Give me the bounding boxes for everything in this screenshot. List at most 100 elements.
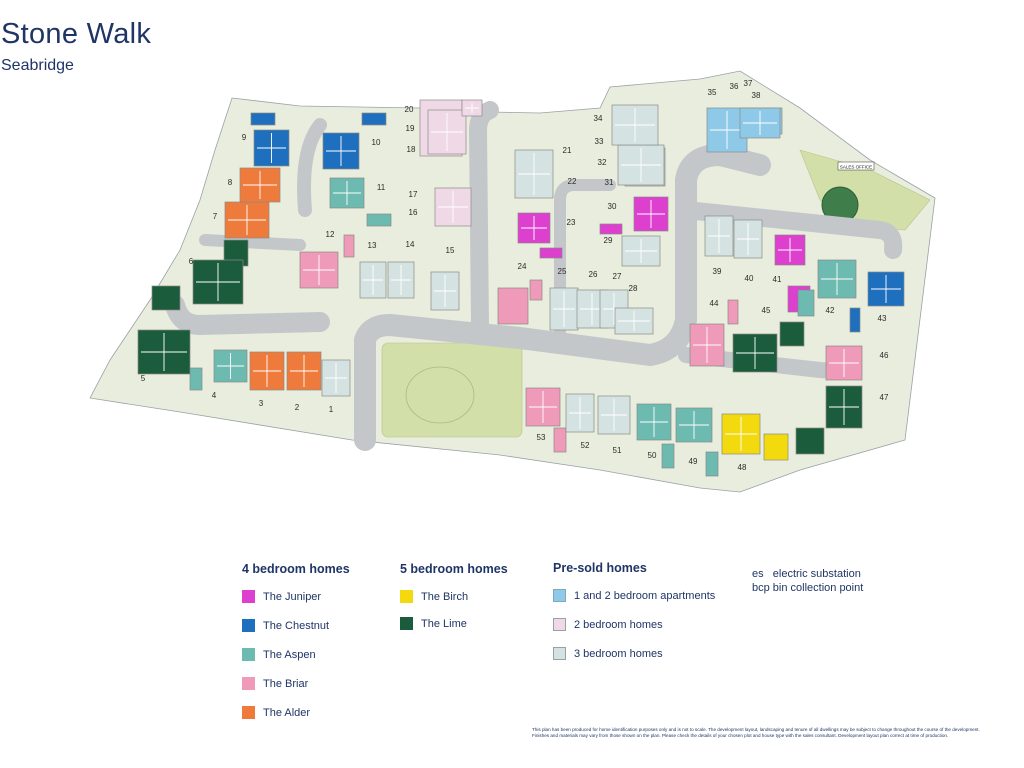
plot-number-16: 16 bbox=[409, 208, 418, 217]
outbuilding-juniper bbox=[539, 247, 563, 259]
swatch-apartments bbox=[553, 589, 566, 602]
plot-number-11: 11 bbox=[377, 183, 386, 192]
legend-label-birch: The Birch bbox=[421, 590, 469, 603]
roof-line bbox=[303, 255, 335, 285]
plot-number-23: 23 bbox=[567, 218, 576, 227]
roof-line bbox=[829, 349, 859, 377]
plot-number-21: 21 bbox=[563, 146, 572, 155]
plot-number-42: 42 bbox=[826, 306, 835, 315]
roof-line bbox=[725, 417, 757, 451]
roof-line bbox=[391, 265, 411, 295]
roof-line bbox=[434, 275, 456, 307]
plot-number-27: 27 bbox=[613, 272, 622, 281]
roof-line bbox=[640, 407, 668, 437]
roof-line bbox=[736, 337, 774, 369]
plot-number-17: 17 bbox=[409, 190, 418, 199]
legend-label-alder: The Alder bbox=[263, 706, 311, 719]
disclaimer-line-1: This plan has been produced for home ide… bbox=[532, 727, 980, 732]
plot-number-4: 4 bbox=[212, 391, 217, 400]
plot-number-24: 24 bbox=[518, 262, 527, 271]
plot-number-15: 15 bbox=[446, 246, 455, 255]
roof-line bbox=[243, 171, 277, 199]
green-open-space bbox=[381, 342, 523, 438]
plot-number-53: 53 bbox=[537, 433, 546, 442]
outbuilding-aspen bbox=[189, 367, 203, 391]
plot-number-50: 50 bbox=[648, 451, 657, 460]
plot-number-1: 1 bbox=[329, 405, 334, 414]
legend-heading-4-bed: 4 bedroom homes bbox=[242, 562, 350, 576]
plot-number-31: 31 bbox=[605, 178, 614, 187]
plot-number-7: 7 bbox=[213, 212, 218, 221]
plot-number-14: 14 bbox=[406, 240, 415, 249]
swatch-juniper bbox=[242, 590, 255, 603]
swatch-birch bbox=[400, 590, 413, 603]
plot-number-29: 29 bbox=[604, 236, 613, 245]
plot-number-45: 45 bbox=[762, 306, 771, 315]
legend-item-alder: The Alder bbox=[242, 706, 310, 719]
outbuilding-lime bbox=[779, 321, 805, 347]
plot-number-18: 18 bbox=[407, 145, 416, 154]
outbuilding-briar bbox=[343, 234, 355, 258]
roof-line bbox=[521, 216, 547, 240]
page-subtitle: Seabridge bbox=[1, 57, 74, 74]
plot-number-3: 3 bbox=[259, 399, 264, 408]
plot-number-51: 51 bbox=[613, 446, 622, 455]
plot-number-41: 41 bbox=[773, 275, 782, 284]
legend-label-three-bed: 3 bedroom homes bbox=[574, 647, 663, 660]
plot-number-5: 5 bbox=[141, 374, 146, 383]
plot-number-13: 13 bbox=[368, 241, 377, 250]
sales-office-sign bbox=[837, 161, 875, 171]
disclaimer-line-2: Finishes and materials may vary from tho… bbox=[532, 733, 949, 739]
outbuilding-briar bbox=[497, 287, 529, 325]
plot-number-20: 20 bbox=[405, 105, 414, 114]
roof-line bbox=[625, 239, 657, 263]
page-title: Stone Walk bbox=[1, 18, 152, 50]
legend-item-aspen: The Aspen bbox=[242, 648, 316, 661]
swatch-lime bbox=[400, 617, 413, 630]
outbuilding-aspen bbox=[705, 451, 719, 477]
roof-line bbox=[569, 397, 591, 429]
outbuilding-birch bbox=[763, 433, 789, 461]
plot-number-30: 30 bbox=[608, 202, 617, 211]
plot-number-25: 25 bbox=[558, 267, 567, 276]
roof-line bbox=[257, 133, 286, 163]
plot-number-2: 2 bbox=[295, 403, 300, 412]
plot-number-8: 8 bbox=[228, 178, 233, 187]
plot-number-10: 10 bbox=[372, 138, 381, 147]
roof-line bbox=[333, 181, 361, 205]
plot-number-35: 35 bbox=[708, 88, 717, 97]
roof-line bbox=[829, 389, 859, 425]
outbuilding-briar bbox=[553, 427, 567, 453]
roof-line bbox=[621, 148, 661, 182]
legend-item-chestnut: The Chestnut bbox=[242, 619, 329, 632]
plot-number-26: 26 bbox=[589, 270, 598, 279]
outbuilding-chestnut bbox=[849, 307, 861, 333]
roof-line bbox=[710, 111, 744, 149]
roof-line bbox=[871, 275, 901, 303]
roof-line bbox=[196, 263, 240, 301]
plot-number-22: 22 bbox=[568, 177, 577, 186]
roof-line bbox=[553, 291, 575, 327]
sales-office-label: SALES OFFICE bbox=[840, 165, 872, 170]
legend-label-briar: The Briar bbox=[263, 677, 309, 690]
plot-number-33: 33 bbox=[595, 137, 604, 146]
plot-number-6: 6 bbox=[189, 257, 194, 266]
roof-line bbox=[326, 136, 356, 166]
roof-line bbox=[708, 219, 730, 253]
plot-number-12: 12 bbox=[326, 230, 335, 239]
plot-number-48: 48 bbox=[738, 463, 747, 472]
plot-number-34: 34 bbox=[594, 114, 603, 123]
outbuilding-juniper bbox=[599, 223, 623, 235]
plot-number-37: 37 bbox=[744, 79, 753, 88]
plot-number-47: 47 bbox=[880, 393, 889, 402]
roof-line bbox=[615, 108, 655, 142]
roof-line bbox=[141, 333, 187, 371]
legend-item-juniper: The Juniper bbox=[242, 590, 321, 603]
legend-item-two-bed: 2 bedroom homes bbox=[553, 618, 663, 631]
roof-line bbox=[743, 111, 777, 135]
roof-line bbox=[778, 238, 802, 262]
legend-label-apartments: 1 and 2 bedroom apartments bbox=[574, 589, 716, 602]
plot-number-36: 36 bbox=[730, 82, 739, 91]
plot-number-46: 46 bbox=[880, 351, 889, 360]
